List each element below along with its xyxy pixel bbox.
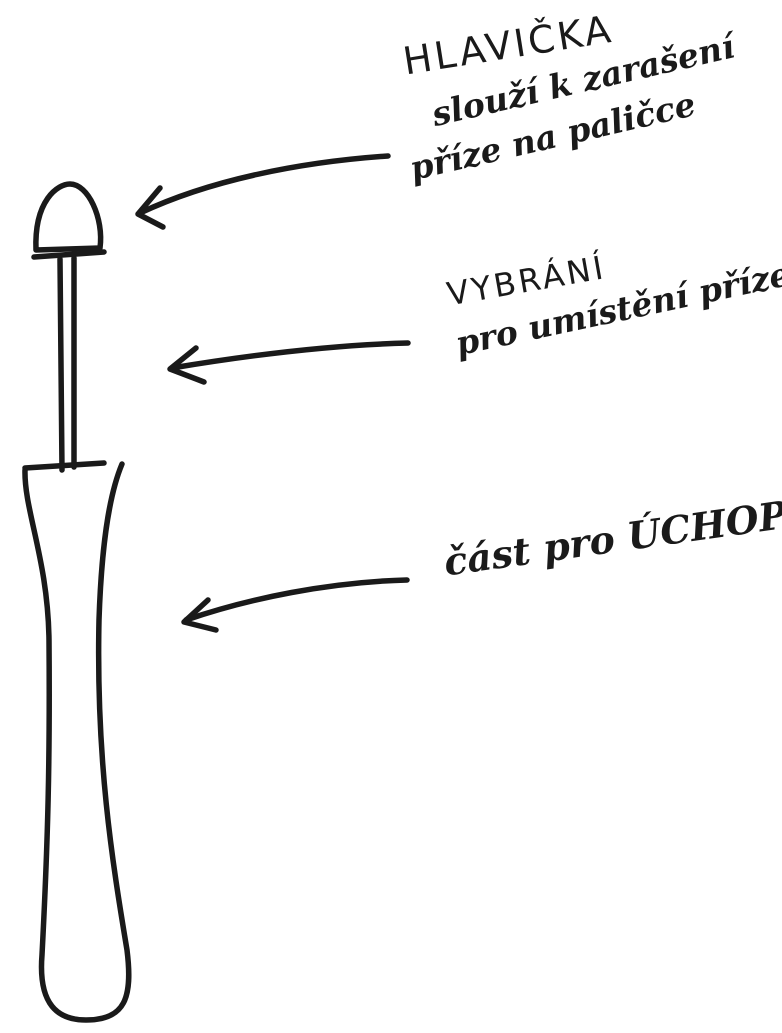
arrow-grip (181, 577, 410, 633)
arrow-head (135, 153, 391, 230)
bobbin-neck (57, 255, 77, 473)
bobbin-handle (22, 460, 132, 1023)
arrow-recess (167, 340, 411, 385)
bobbin-head (31, 181, 107, 260)
